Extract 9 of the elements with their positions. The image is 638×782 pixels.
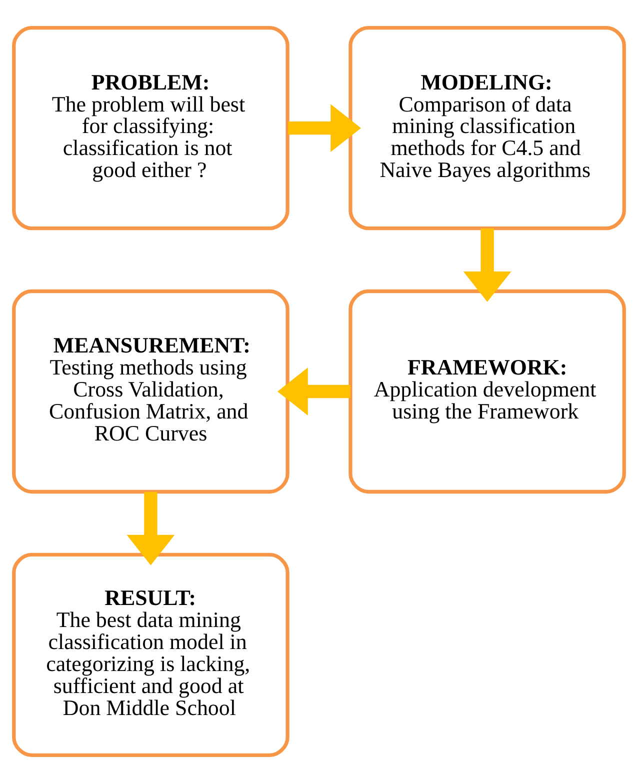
- node-box: RESULT: The best data mining classification model in categorizing is lacking, sufficient and good at Don Middle School: [12, 552, 290, 756]
- arrow: [288, 104, 361, 152]
- arrow: [277, 367, 350, 415]
- node-box: PROBLEM: The problem will best for classifying: classification is not good either ?: [12, 26, 290, 230]
- arrow: [463, 228, 512, 302]
- node-box: FRAMEWORK: Application development using the Framework: [348, 288, 626, 494]
- node-box: MEANSUREMENT: Testing methods using Cross Validation, Confusion Matrix, and ROC Curves: [12, 288, 290, 494]
- node-box: MODELING: Comparison of data mining classification methods for C4.5 and Naive Bayes algorithms: [348, 26, 626, 230]
- arrow: [126, 491, 175, 565]
